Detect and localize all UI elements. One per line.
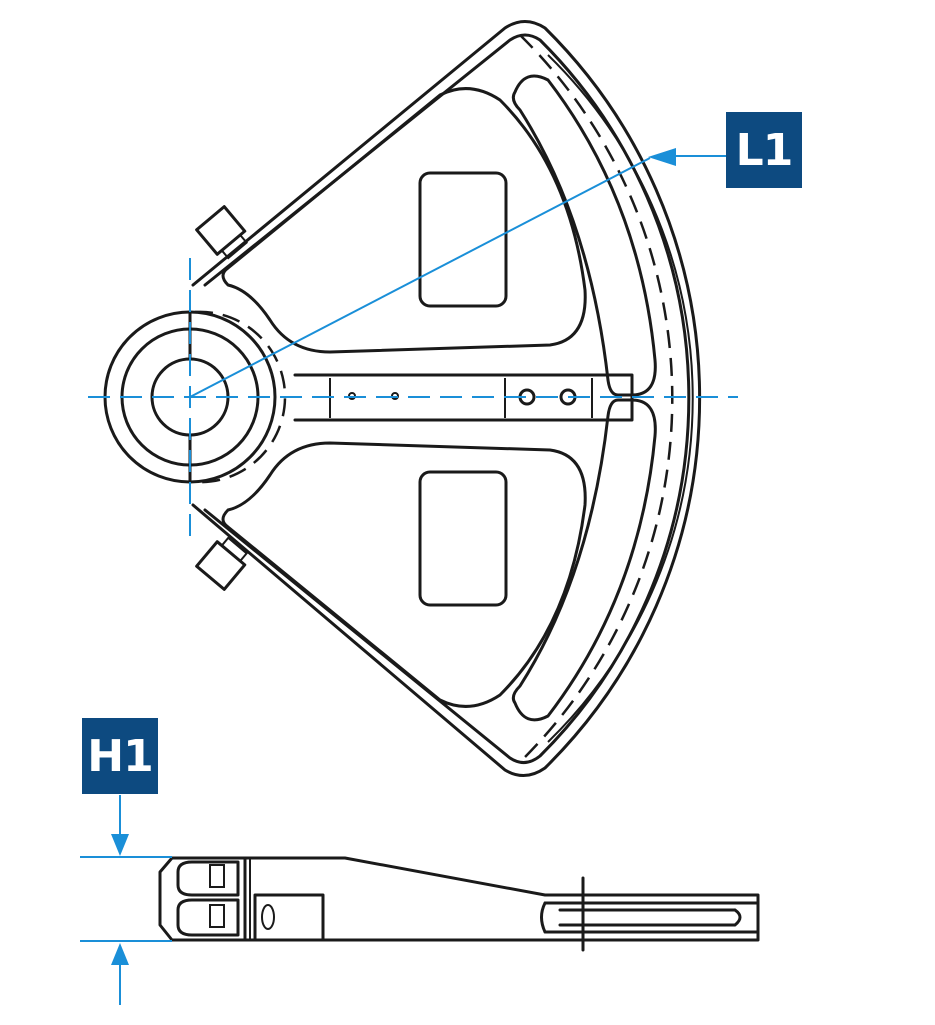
- l1-arrowhead: [648, 148, 676, 166]
- side-screw-upper: [209, 864, 225, 888]
- h1-upper-arrowhead: [111, 834, 129, 856]
- sector-rim-outline: [203, 33, 691, 764]
- lower-rectangular-cutout: [418, 470, 508, 607]
- l1-dimension-label: L1: [726, 112, 802, 188]
- rim-inner-line: [547, 54, 694, 743]
- upper-clamp-screw: [195, 205, 249, 260]
- side-end-slot: [540, 901, 760, 934]
- side-end-rim: [558, 908, 742, 927]
- side-profile-outline: [158, 856, 760, 942]
- lower-pocket: [221, 441, 587, 708]
- side-screw-lower: [209, 904, 225, 928]
- side-hub-lower-lobe: [176, 898, 240, 937]
- upper-rectangular-cutout: [418, 171, 508, 308]
- side-view: [80, 795, 760, 1005]
- rim-dashed-line: [519, 34, 674, 763]
- hub-dashed-ring: [194, 310, 287, 484]
- side-clamp-hole: [261, 904, 275, 930]
- upper-curved-slot: [511, 74, 657, 397]
- top-view: [88, 20, 738, 777]
- h1-dimension-label: H1: [82, 718, 158, 794]
- side-hub-upper-lobe: [176, 860, 240, 897]
- side-clamp-block: [253, 893, 325, 942]
- l1-dimension-line: [189, 157, 651, 398]
- lower-clamp-screw: [195, 536, 249, 591]
- lower-curved-slot: [511, 398, 657, 722]
- upper-pocket: [221, 87, 587, 354]
- h1-lower-arrowhead: [111, 943, 129, 965]
